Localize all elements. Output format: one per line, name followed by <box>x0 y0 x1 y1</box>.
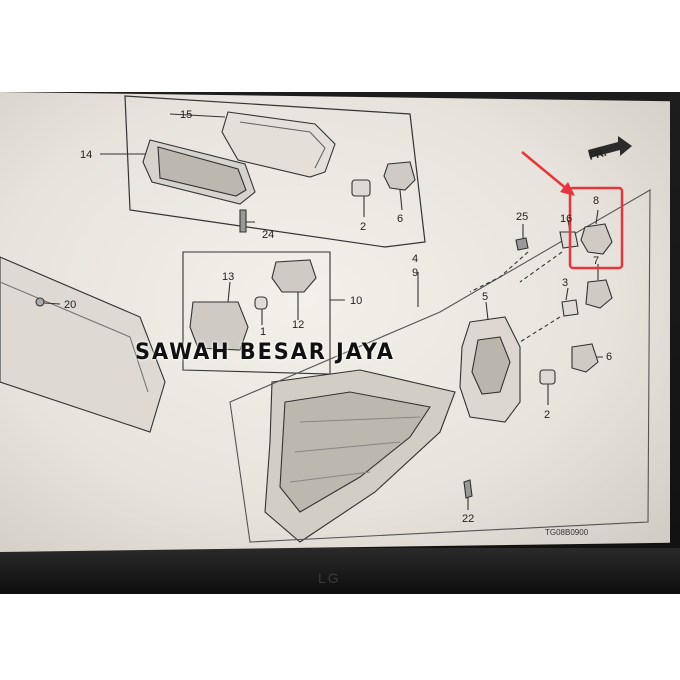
callout-9: 9 <box>412 267 418 279</box>
callout-20: 20 <box>64 299 76 311</box>
callout-6-right: 6 <box>606 351 612 363</box>
part-6-socket-top <box>383 161 416 191</box>
highlight-arrow-shaft <box>521 151 569 191</box>
part-3-bulb <box>561 299 579 317</box>
part-20-clip <box>35 297 45 307</box>
highlight-box <box>568 186 624 270</box>
diagram-reference-code: TG08B0900 <box>545 528 589 537</box>
part-8-socket <box>580 223 613 255</box>
monitor-chin <box>0 548 680 594</box>
group-outline-4-9 <box>229 189 651 543</box>
watermark-text: SAWAH BESAR JAYA <box>135 340 395 365</box>
parts-diagram: FR. 14 15 2 6 24 13 1 12 10 20 4 <box>0 95 651 543</box>
callout-24: 24 <box>262 229 274 241</box>
highlight-annotation <box>521 151 624 270</box>
callout-2-top: 2 <box>360 221 366 233</box>
callout-labels: 14 15 2 6 24 13 1 12 10 20 4 9 25 16 8 7… <box>64 109 612 525</box>
callout-8: 8 <box>593 195 599 207</box>
part-6-socket-right <box>571 343 599 373</box>
callout-13: 13 <box>222 271 234 283</box>
callout-16: 16 <box>560 213 572 225</box>
callout-3: 3 <box>562 277 568 289</box>
monitor-screen: FR. 14 15 2 6 24 13 1 12 10 20 4 <box>0 92 670 552</box>
callout-5: 5 <box>482 291 488 303</box>
callout-2-right: 2 <box>544 409 550 421</box>
callout-12: 12 <box>292 319 304 331</box>
part-1-bulb <box>254 296 268 310</box>
callout-7: 7 <box>593 255 599 267</box>
callout-10: 10 <box>350 295 362 307</box>
tail-lamp-lens <box>279 391 431 513</box>
callout-15: 15 <box>180 109 192 121</box>
direction-arrow-icon <box>588 136 632 158</box>
callout-22: 22 <box>462 513 474 525</box>
part-12-holder <box>271 259 317 293</box>
callout-25: 25 <box>516 211 528 223</box>
part-24-screw <box>239 209 247 233</box>
direction-indicator: FR. <box>588 136 632 163</box>
part-15-cover <box>221 111 336 178</box>
callout-14: 14 <box>80 149 92 161</box>
part-25-nut <box>515 237 529 251</box>
callout-4: 4 <box>412 253 418 265</box>
part-7-socket <box>585 279 613 309</box>
part-2-bulb-right <box>539 369 556 385</box>
direction-label: FR. <box>588 147 608 163</box>
part-22-screw <box>463 479 473 499</box>
part-13-socket <box>189 301 249 351</box>
group-outline-14 <box>124 95 426 248</box>
monitor-brand-logo: LG <box>318 570 341 586</box>
part-2-bulb-top <box>351 179 371 197</box>
callout-1: 1 <box>260 326 266 338</box>
callout-6-top: 6 <box>397 213 403 225</box>
part-14-lens <box>157 146 247 197</box>
